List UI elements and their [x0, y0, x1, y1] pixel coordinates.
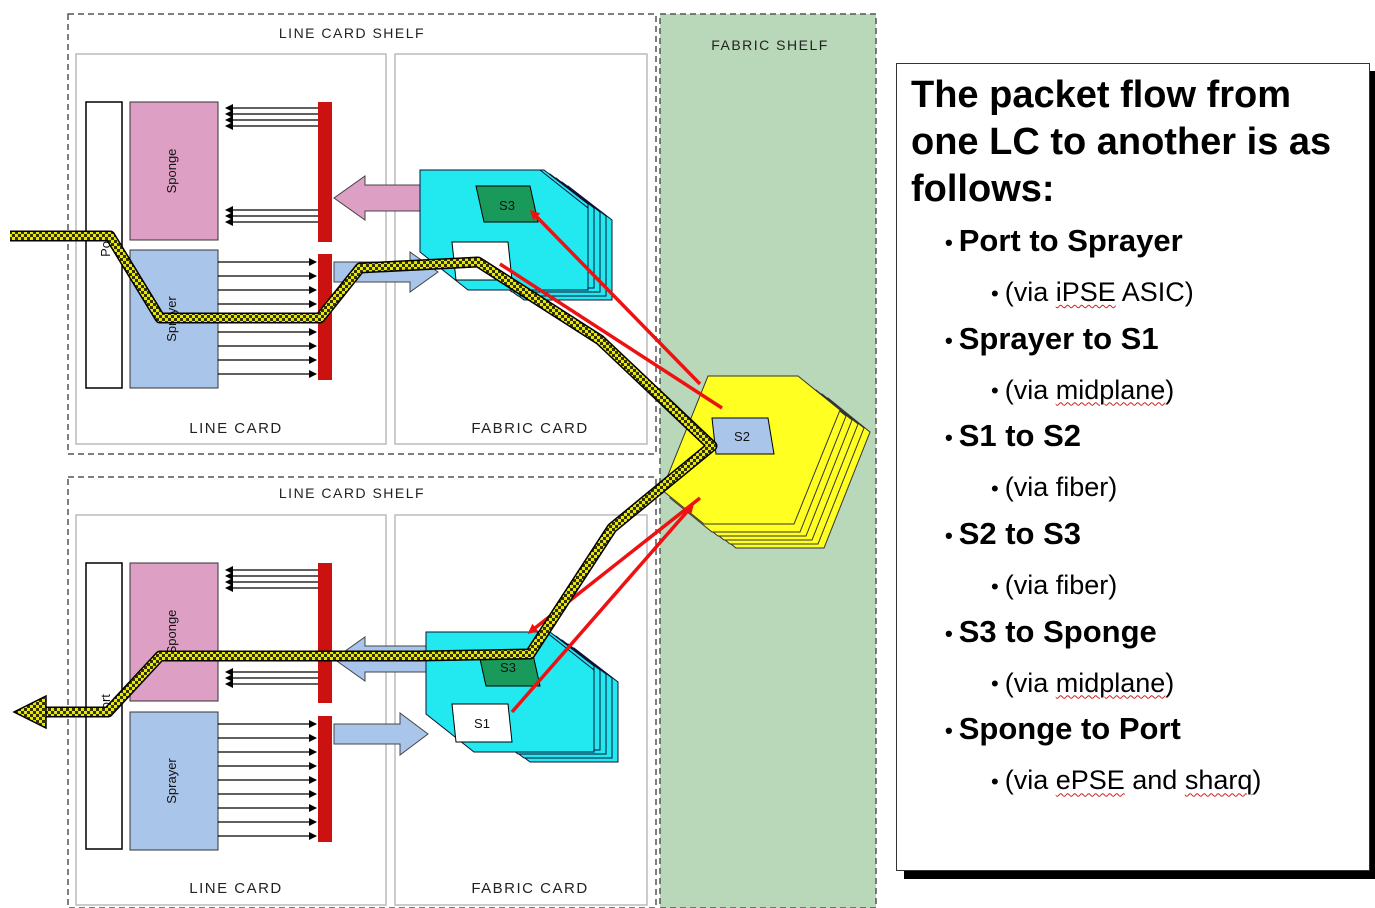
bullet-icon: •: [991, 769, 999, 795]
sponge-top-label: Sponge: [164, 149, 179, 194]
flow-step-label: Sponge to Port: [958, 711, 1181, 747]
bullet-icon: •: [945, 327, 953, 353]
chip-s3-top: S3: [499, 198, 515, 213]
sprayer-bottom: [129, 711, 219, 851]
line-card-bottom-label: LINE CARD: [189, 880, 283, 897]
flow-step: •Sponge to Port: [945, 709, 1369, 751]
fabric-card-bottom: [394, 514, 648, 906]
bullet-icon: •: [945, 620, 953, 646]
flow-step-label: Sprayer to S1: [958, 320, 1159, 356]
packet-flow-text-box: The packet flow from one LC to another i…: [896, 63, 1370, 871]
bullet-icon: •: [945, 522, 953, 548]
flow-step: •S2 to S3: [945, 514, 1369, 556]
flow-step-detail: •(via midplane): [991, 374, 1175, 405]
flow-step-detail: •(via fiber): [991, 569, 1118, 600]
fabric-shelf-label: FABRIC SHELF: [711, 37, 829, 53]
fabric-chip-stack-s2: [661, 375, 871, 549]
flow-step-label: S2 to S3: [958, 516, 1082, 552]
line-card-shelf-top-label: LINE CARD SHELF: [279, 25, 425, 41]
fabric-card-top: [394, 53, 648, 445]
bullet-icon: •: [991, 280, 999, 306]
fabric-card-bottom-label: FABRIC CARD: [471, 880, 588, 897]
bullet-icon: •: [991, 476, 999, 502]
flow-step: •Sprayer to S1: [945, 319, 1369, 361]
bullet-icon: •: [991, 671, 999, 697]
flow-step-label: Port to Sprayer: [958, 223, 1183, 258]
midplane-lines-bottom: [218, 566, 318, 840]
flow-step: •Port to Sprayer: [945, 221, 1369, 263]
flow-step-detail: •(via iPSE ASIC): [991, 276, 1194, 307]
bullet-icon: •: [991, 378, 999, 404]
flow-step-label: S3 to Sponge: [958, 613, 1157, 649]
bullet-icon: •: [991, 573, 999, 599]
line-card-shelf-bottom-label: LINE CARD SHELF: [279, 485, 425, 501]
flow-step-detail: •(via fiber): [991, 472, 1118, 503]
flow-step-detail: •(via ePSE and sharq): [991, 765, 1262, 796]
line-card-top: [75, 53, 387, 445]
flow-step-label: S1 to S2: [958, 418, 1082, 454]
sprayer-bottom-label: Sprayer: [164, 758, 179, 804]
chip-s2: S2: [734, 429, 750, 444]
packet-path: [10, 230, 718, 718]
red-bar-top-upper: [318, 102, 332, 242]
chip-s1: S1: [474, 716, 490, 731]
flow-step: •S3 to Sponge: [945, 612, 1369, 654]
red-bar-bottom-lower: [318, 716, 332, 842]
red-bar-bottom-upper: [318, 563, 332, 703]
packet-exit-arrowhead: [12, 694, 47, 730]
sponge-bottom-label: Sponge: [164, 610, 179, 655]
chip-s3-bottom: S3: [500, 660, 516, 675]
midplane-arrow-bottom-from-sprayer: [333, 712, 429, 756]
flow-steps-list: •Port to Sprayer•(via iPSE ASIC)•Sprayer…: [911, 221, 1369, 799]
flow-step: •S1 to S2: [945, 416, 1369, 458]
midplane-lines-top: [218, 104, 318, 378]
text-box-title: The packet flow from one LC to another i…: [911, 74, 1332, 210]
bullet-icon: •: [945, 229, 953, 255]
line-card-top-label: LINE CARD: [189, 420, 283, 437]
line-card-shelf-bottom: [67, 476, 657, 908]
bullet-icon: •: [945, 718, 953, 744]
sponge-top: [129, 101, 219, 241]
fabric-chip-stack-bottom: [425, 631, 619, 763]
bullet-icon: •: [945, 425, 953, 451]
flow-step-detail: •(via midplane): [991, 667, 1175, 698]
fabric-card-top-label: FABRIC CARD: [471, 420, 588, 437]
